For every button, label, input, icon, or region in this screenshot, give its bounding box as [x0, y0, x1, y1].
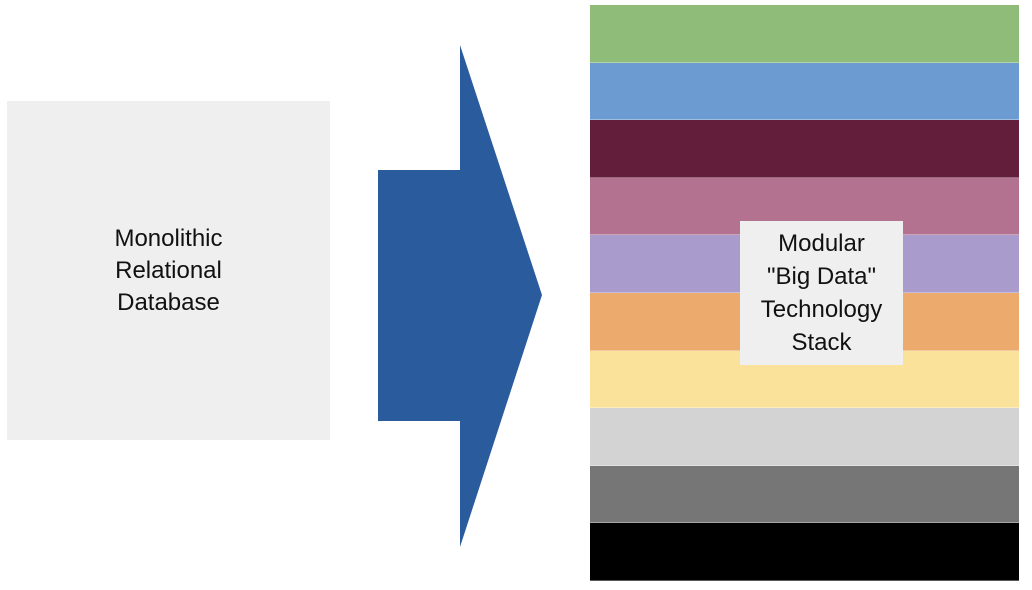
stack-label-line: Stack	[791, 329, 852, 356]
stack-layer-1	[590, 5, 1019, 63]
stack-label-box: Modular "Big Data" Technology Stack	[740, 221, 903, 365]
arrow-shape	[378, 45, 542, 547]
technology-stack	[590, 5, 1019, 581]
left-box-line: Relational	[115, 256, 222, 284]
left-box-line: Database	[117, 288, 220, 316]
stack-layer-9	[590, 465, 1019, 524]
stack-label-line: "Big Data"	[766, 263, 877, 290]
stack-label-line: Modular	[778, 230, 865, 257]
monolithic-database-box: Monolithic Relational Database	[7, 101, 330, 440]
stack-label-line: Technology	[760, 296, 883, 323]
left-box-line: Monolithic	[114, 224, 223, 252]
stack-layer-8	[590, 408, 1019, 466]
stack-layer-3	[590, 120, 1019, 178]
stack-layer-2	[590, 62, 1019, 121]
stack-layer-10	[590, 523, 1019, 581]
